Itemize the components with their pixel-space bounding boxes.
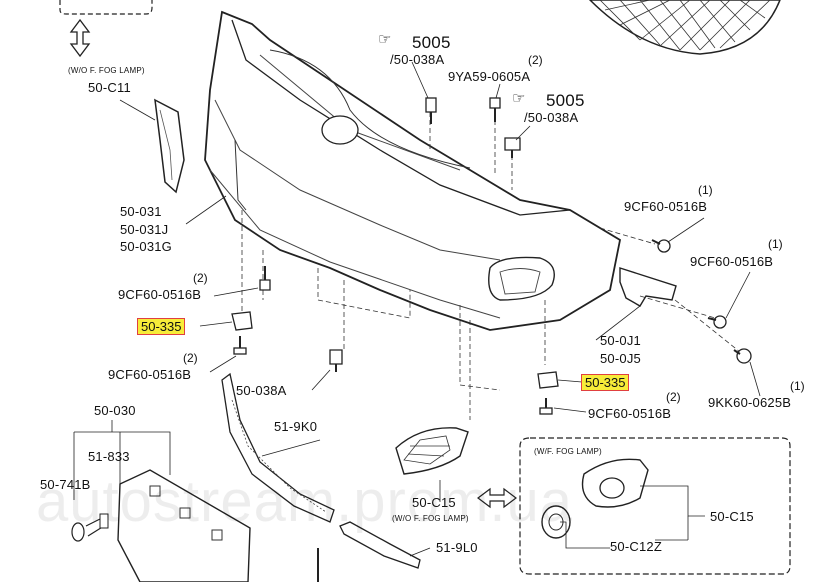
label-50-038a-mid: 50-038A xyxy=(236,383,287,398)
label-9cf60-r2: 9CF60-0516B xyxy=(690,254,774,269)
label-50-c15-mid: 50-C15 xyxy=(412,495,456,510)
qty-bolt-r3: (2) xyxy=(666,390,681,404)
label-50-741b: 50-741B xyxy=(40,477,91,492)
fog-cover-left xyxy=(119,98,185,194)
qty-bolt-left: (2) xyxy=(193,271,208,285)
label-50-038a-right: /50-038A xyxy=(524,110,579,125)
label-9cf60-left2: 9CF60-0516B xyxy=(108,367,192,382)
label-50-c15-box: 50-C15 xyxy=(710,509,754,524)
label-50-031g: 50-031G xyxy=(120,239,172,254)
label-50-031: 50-031 xyxy=(120,204,162,219)
double-arrow-vertical-icon xyxy=(69,18,91,58)
ref-5005-b: 5005 xyxy=(546,91,585,110)
label-50-0j5: 50-0J5 xyxy=(600,351,641,366)
label-9ya59: 9YA59-0605A xyxy=(448,69,531,84)
under-cover-strip-9k0 xyxy=(221,372,335,523)
fog-cover-lower xyxy=(395,427,469,475)
pointing-hand-icon: ☞ xyxy=(378,31,392,48)
pointing-hand-icon: ☞ xyxy=(512,90,526,107)
label-50-031j: 50-031J xyxy=(120,222,169,237)
fog-lamp-inset xyxy=(519,437,791,575)
qty-bolt-left2: (2) xyxy=(183,351,198,365)
grille-mesh xyxy=(588,0,781,55)
label-50-0j1: 50-0J1 xyxy=(600,333,641,348)
label-9cf60-left: 9CF60-0516B xyxy=(118,287,202,302)
fog-note-box: (W/F. FOG LAMP) xyxy=(534,447,602,456)
label-51-9k0: 51-9K0 xyxy=(274,419,318,434)
guide-lines xyxy=(241,104,741,420)
label-9cf60-r3: 9CF60-0516B xyxy=(588,406,672,421)
qty-bolt-r2: (1) xyxy=(768,237,783,251)
qty-9kk60: (1) xyxy=(790,379,805,393)
label-51-9l0: 51-9L0 xyxy=(436,540,478,555)
double-arrow-horizontal-icon xyxy=(477,487,517,509)
label-9kk60: 9KK60-0625B xyxy=(708,395,792,410)
qty-9ya59: (2) xyxy=(528,53,543,67)
label-50-c11: 50-C11 xyxy=(88,80,131,95)
label-50-c12z: 50-C12Z xyxy=(610,539,662,554)
ref-5005-a: 5005 xyxy=(412,33,451,52)
label-50-030: 50-030 xyxy=(94,403,136,418)
label-9cf60-r1: 9CF60-0516B xyxy=(624,199,708,214)
front-bumper xyxy=(204,10,622,331)
fasteners xyxy=(231,97,752,415)
label-50-335-right: 50-335 xyxy=(581,374,630,391)
label-50-335-left: 50-335 xyxy=(137,318,186,335)
label-50-038a-top: /50-038A xyxy=(390,52,445,67)
label-51-833: 51-833 xyxy=(88,449,130,464)
fog-note-mid: (W/O F. FOG LAMP) xyxy=(392,514,469,523)
leader-lines xyxy=(185,61,761,557)
under-cover-strip-9l0 xyxy=(339,521,421,569)
fog-note-top: (W/O F. FOG LAMP) xyxy=(68,66,145,75)
license-plate-bracket xyxy=(71,420,251,582)
side-bracket-right xyxy=(619,267,677,307)
qty-bolt-r1: (1) xyxy=(698,183,713,197)
